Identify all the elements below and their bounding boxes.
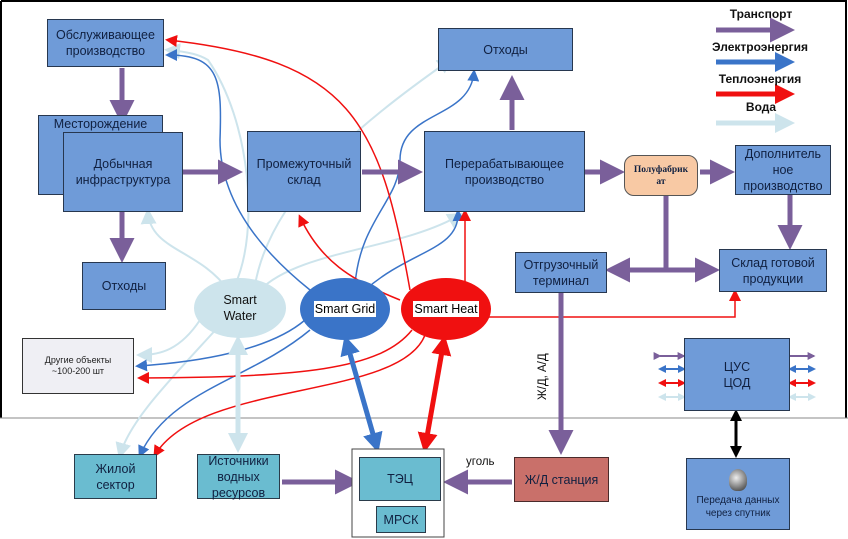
node-additional-production[interactable]: Дополнитель ное производство <box>735 145 831 195</box>
node-service-production[interactable]: Обслуживающее производство <box>47 19 164 67</box>
electric-line <box>364 209 465 291</box>
legend-label-transport: Транспорт <box>729 7 793 21</box>
node-intermediate-storage[interactable]: Промежуточный склад <box>247 131 361 212</box>
hub-smart-grid[interactable]: Smart Grid <box>300 278 390 340</box>
hub-smart-heat-label: Smart Heat <box>413 301 479 317</box>
hub-smart-water-label: Smart Water <box>223 293 257 323</box>
node-water-sources[interactable]: Источники водных ресурсов <box>197 454 280 500</box>
node-other-objects[interactable]: Другие объекты ~100-200 шт <box>22 338 134 394</box>
node-residential[interactable]: Жилой сектор <box>74 454 157 499</box>
electric-line <box>165 49 311 291</box>
frame-border <box>1 0 847 418</box>
water-line <box>115 324 221 459</box>
legend-label-heat: Теплоэнергия <box>718 72 802 86</box>
heat-line <box>488 289 741 318</box>
node-waste-left[interactable]: Отходы <box>82 262 166 310</box>
heat-line <box>153 334 426 458</box>
hub-smart-heat[interactable]: Smart Heat <box>401 278 491 340</box>
electric-line <box>138 329 311 458</box>
node-processing[interactable]: Перерабатывающее производство <box>424 131 585 212</box>
node-rail-station[interactable]: Ж/Д станция <box>514 457 609 502</box>
legend-label-water: Вода <box>745 100 777 114</box>
legend-label-electric: Электроэнергия <box>711 40 809 54</box>
node-shipping-terminal[interactable]: Отгрузочный терминал <box>515 252 607 293</box>
hub-smart-water[interactable]: Smart Water <box>194 278 286 338</box>
satellite-dish-icon <box>729 468 747 491</box>
heat-line <box>137 329 413 384</box>
node-finished-storage[interactable]: Склад готовой продукции <box>719 249 827 292</box>
rail-road-label: Ж/Д, А/Д <box>537 353 549 400</box>
hub-smart-grid-label: Smart Grid <box>313 301 377 317</box>
water-line <box>136 319 201 363</box>
node-mining-infrastructure[interactable]: Добычная инфраструктура <box>63 132 183 212</box>
node-satellite-label: Передача данных через спутник <box>696 494 780 519</box>
water-line <box>140 208 229 291</box>
heat-line <box>165 35 411 291</box>
coal-label: уголь <box>466 456 495 468</box>
node-deposit-label: Месторождение <box>53 117 148 131</box>
node-waste-top[interactable]: Отходы <box>438 28 573 71</box>
heat-double-arrow <box>417 335 452 453</box>
water-line <box>164 43 250 286</box>
node-satellite[interactable]: Передача данных через спутник <box>686 458 790 530</box>
electric-double-arrow <box>340 335 383 453</box>
node-semi-product[interactable]: Полуфабрик ат <box>624 155 698 196</box>
node-mrsk[interactable]: МРСК <box>376 506 426 533</box>
node-control-center[interactable]: ЦУС ЦОД <box>684 338 790 411</box>
water-line <box>259 212 464 291</box>
node-chp[interactable]: ТЭЦ <box>359 457 441 501</box>
